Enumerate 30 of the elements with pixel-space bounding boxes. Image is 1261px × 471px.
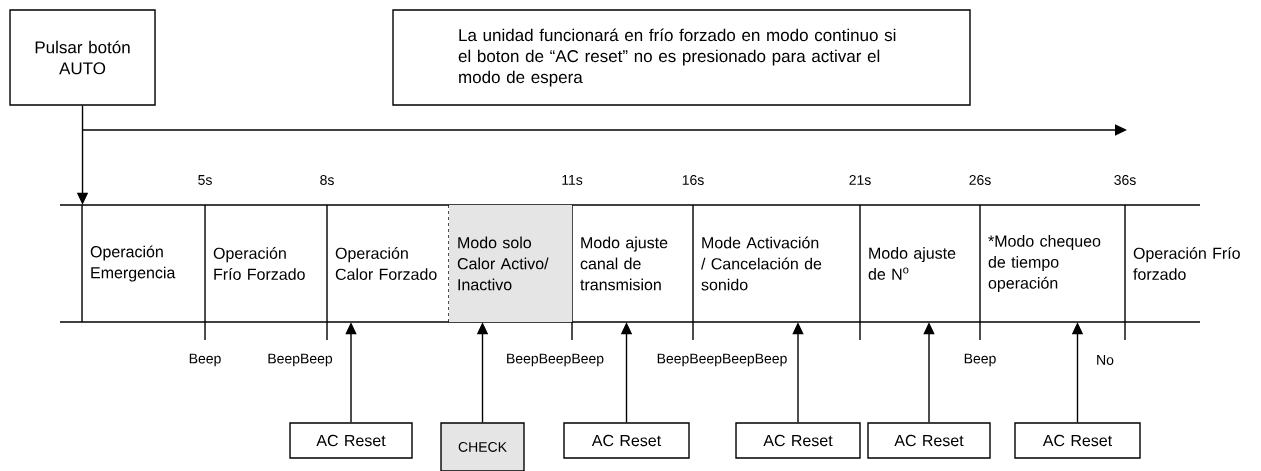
time-label: 16s <box>682 175 704 185</box>
time-label: 11s <box>562 175 583 185</box>
mode-cell: Modo solo Calor Activo/ Inactivo <box>449 205 572 322</box>
mode-cell: Operación Emergencia <box>90 245 176 282</box>
reset-box: AC Reset <box>735 422 861 459</box>
mode-cell: Operación Calor Forzado <box>335 247 437 280</box>
mode-cell: *Modo chequeo de tiempo operación <box>988 235 1101 292</box>
mode-cell: Operación Frío forzado <box>1133 247 1240 280</box>
beep-label: BeepBeep <box>268 353 333 367</box>
mode-cell: Modo ajuste canal de transmision <box>580 236 668 291</box>
time-label: 8s <box>320 175 334 185</box>
note-box: La unidad funcionará en frío forzado en modo continuo si el boton de “AC reset” no es presionado para activar el modo de espera <box>392 9 971 106</box>
time-label: 5s <box>198 175 212 185</box>
reset-box: AC Reset <box>563 422 690 459</box>
beep-label: BeepBeepBeep <box>507 353 604 367</box>
mode-cell: Mode Activación / Cancelación de sonido <box>701 236 822 291</box>
beep-label: Beep <box>189 353 221 367</box>
check-box: CHECK <box>440 422 525 471</box>
beep-label: Beep <box>964 353 996 367</box>
time-label: 26s <box>969 175 991 185</box>
beep-label: No <box>1097 355 1114 365</box>
time-label: 36s <box>1114 175 1136 185</box>
start-box: Pulsar botón AUTO <box>9 9 156 106</box>
reset-box: AC Reset <box>1014 422 1141 459</box>
reset-box: AC Reset <box>289 422 413 459</box>
time-label: 21s <box>849 175 871 185</box>
mode-cell: Modo ajuste de N$^{o}$ <box>868 247 956 280</box>
mode-cell: Operación Frío Forzado <box>213 247 305 280</box>
reset-box: AC Reset <box>867 422 991 459</box>
beep-label: BeepBeepBeepBeep <box>657 353 787 367</box>
